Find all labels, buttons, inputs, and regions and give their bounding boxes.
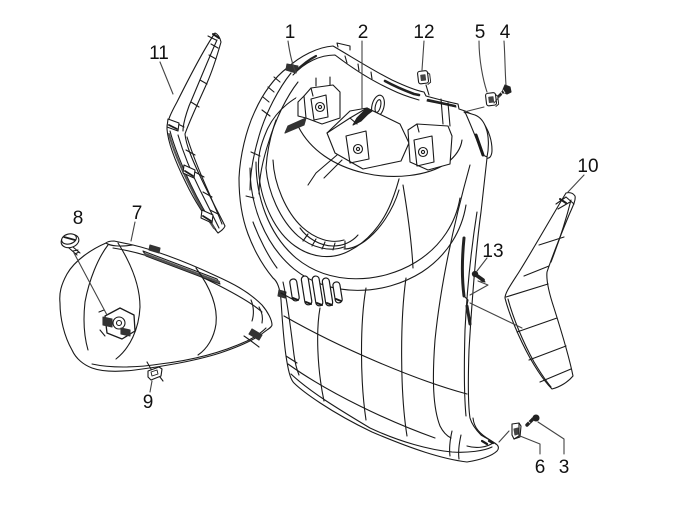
svg-text:9: 9 <box>143 392 154 413</box>
svg-text:13: 13 <box>482 241 503 262</box>
svg-text:2: 2 <box>358 22 369 43</box>
svg-text:8: 8 <box>73 208 84 229</box>
svg-text:10: 10 <box>577 156 598 177</box>
svg-text:12: 12 <box>413 22 434 43</box>
svg-text:5: 5 <box>475 22 486 43</box>
svg-text:11: 11 <box>149 43 169 64</box>
svg-text:7: 7 <box>132 203 143 224</box>
svg-text:6: 6 <box>535 457 546 478</box>
svg-text:4: 4 <box>500 22 511 43</box>
svg-text:3: 3 <box>559 457 570 478</box>
svg-text:1: 1 <box>285 22 296 43</box>
